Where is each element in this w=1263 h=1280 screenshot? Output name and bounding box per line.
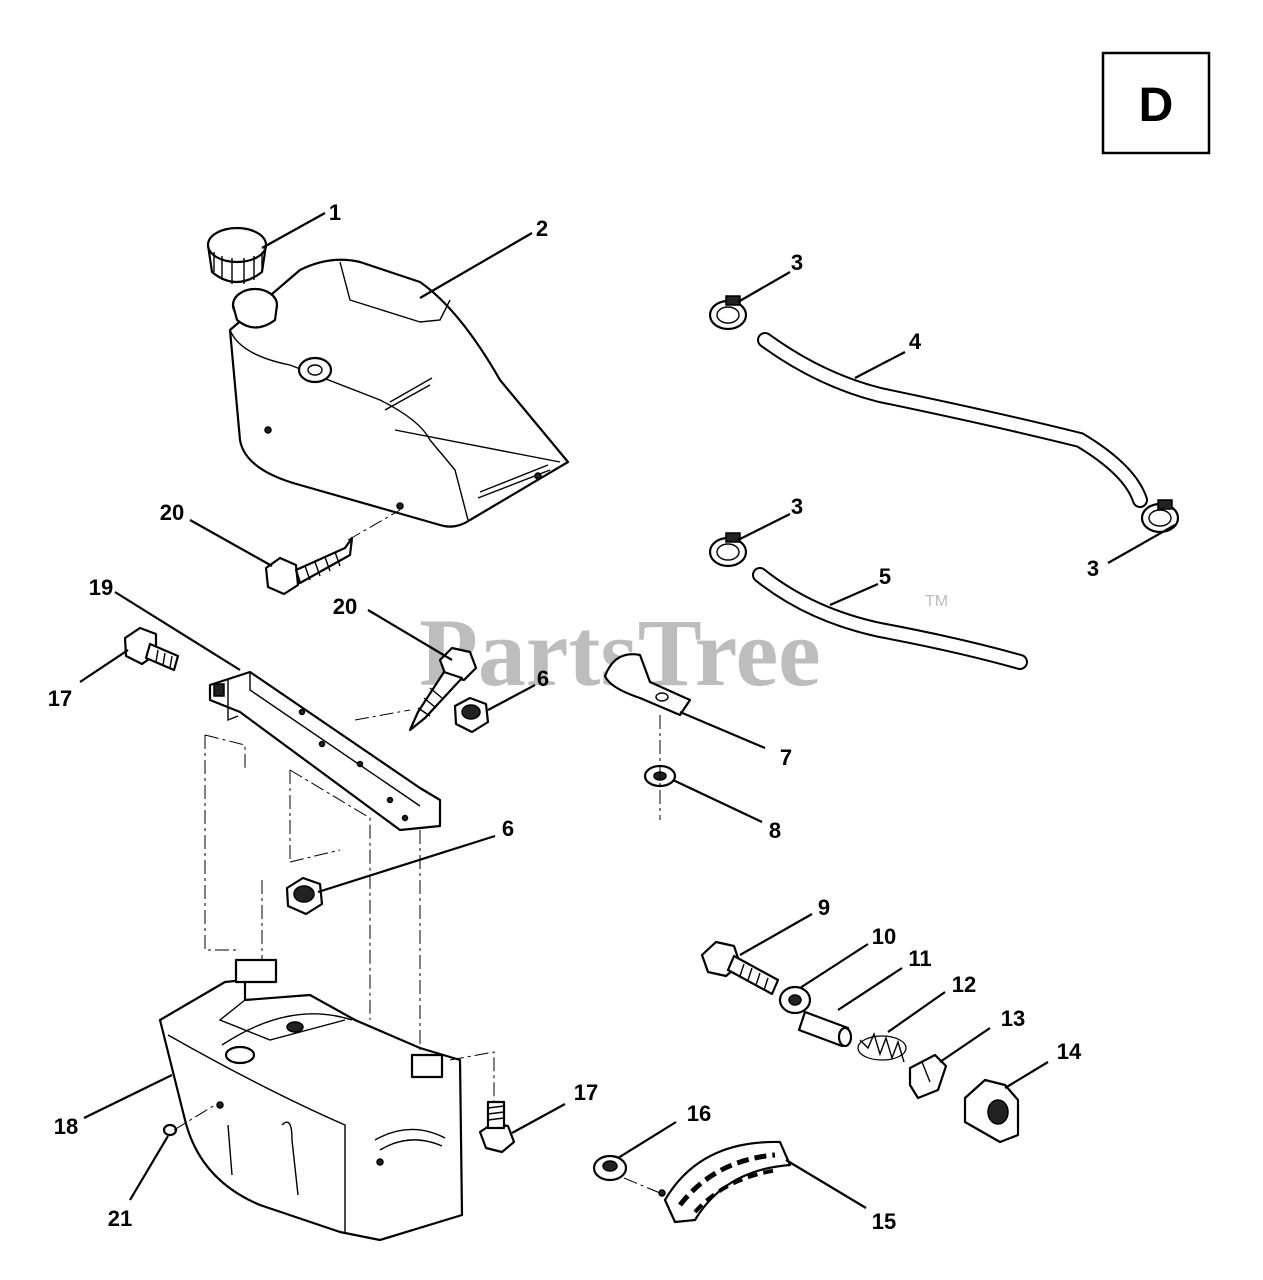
callout-9: 9 (818, 895, 830, 920)
callout-11: 11 (908, 946, 931, 971)
callout-16: 16 (687, 1101, 711, 1126)
callout-13: 13 (1001, 1006, 1025, 1031)
section-badge: D (1101, 51, 1211, 155)
leader-lines (79, 212, 1176, 1209)
callout-4: 4 (909, 329, 922, 354)
callout-3-top: 3 (791, 250, 803, 275)
tank-screw-lower (408, 646, 478, 732)
callout-15: 15 (872, 1209, 896, 1234)
fuel-hose-short (752, 567, 1028, 670)
hex-nut-lower (285, 876, 324, 916)
flange-nut (592, 1154, 628, 1182)
callout-6-upper: 6 (537, 666, 549, 691)
callout-6-lower: 6 (502, 816, 514, 841)
callout-1: 1 (329, 200, 341, 225)
bolt-upper (123, 626, 180, 672)
spring-clip (908, 1053, 948, 1100)
fuel-cap (206, 226, 268, 284)
callout-3-right: 3 (1087, 556, 1099, 581)
spring-retainer (963, 1078, 1020, 1144)
assembly-lines (173, 509, 661, 1194)
hose-clip (603, 653, 692, 717)
spacer-tube (797, 1010, 853, 1048)
hose-clamp-right (1140, 499, 1180, 534)
callout-20-upper: 20 (160, 500, 184, 525)
hex-nut-upper (453, 696, 490, 734)
quadrant-plate (658, 1140, 792, 1224)
section-letter: D (1139, 79, 1174, 132)
callout-14: 14 (1057, 1039, 1082, 1064)
callout-20-lower: 20 (333, 594, 357, 619)
callouts: 1 2 3 4 3 3 5 6 6 7 8 9 10 11 12 13 14 1… (48, 200, 1099, 1234)
compression-spring (857, 1031, 907, 1063)
carriage-bolt (700, 940, 780, 996)
watermark-trademark: TM (925, 593, 948, 610)
callout-19: 19 (89, 575, 113, 600)
callout-2: 2 (536, 216, 548, 241)
fuel-hose-long (757, 332, 1148, 508)
watermark: PartsTree TM (419, 593, 948, 706)
callout-17-upper: 17 (48, 686, 72, 711)
control-panel-shroud (158, 958, 464, 1242)
callout-12: 12 (952, 972, 976, 997)
hose-clamp-top (708, 295, 748, 331)
callout-21: 21 (108, 1206, 132, 1231)
bolt-lower (478, 1100, 516, 1154)
tank-screw-upper (264, 536, 354, 596)
fuel-tank (228, 258, 570, 528)
callout-17-lower: 17 (574, 1080, 598, 1105)
pin (162, 1123, 178, 1137)
callout-8: 8 (769, 818, 781, 843)
washer-10 (778, 985, 812, 1015)
tank-support-bracket (208, 670, 442, 832)
callout-3-middle: 3 (791, 494, 803, 519)
callout-18: 18 (54, 1114, 78, 1139)
callout-5: 5 (879, 564, 891, 589)
callout-7: 7 (780, 745, 792, 770)
hose-clamp-middle (708, 532, 748, 568)
callout-10: 10 (872, 924, 896, 949)
